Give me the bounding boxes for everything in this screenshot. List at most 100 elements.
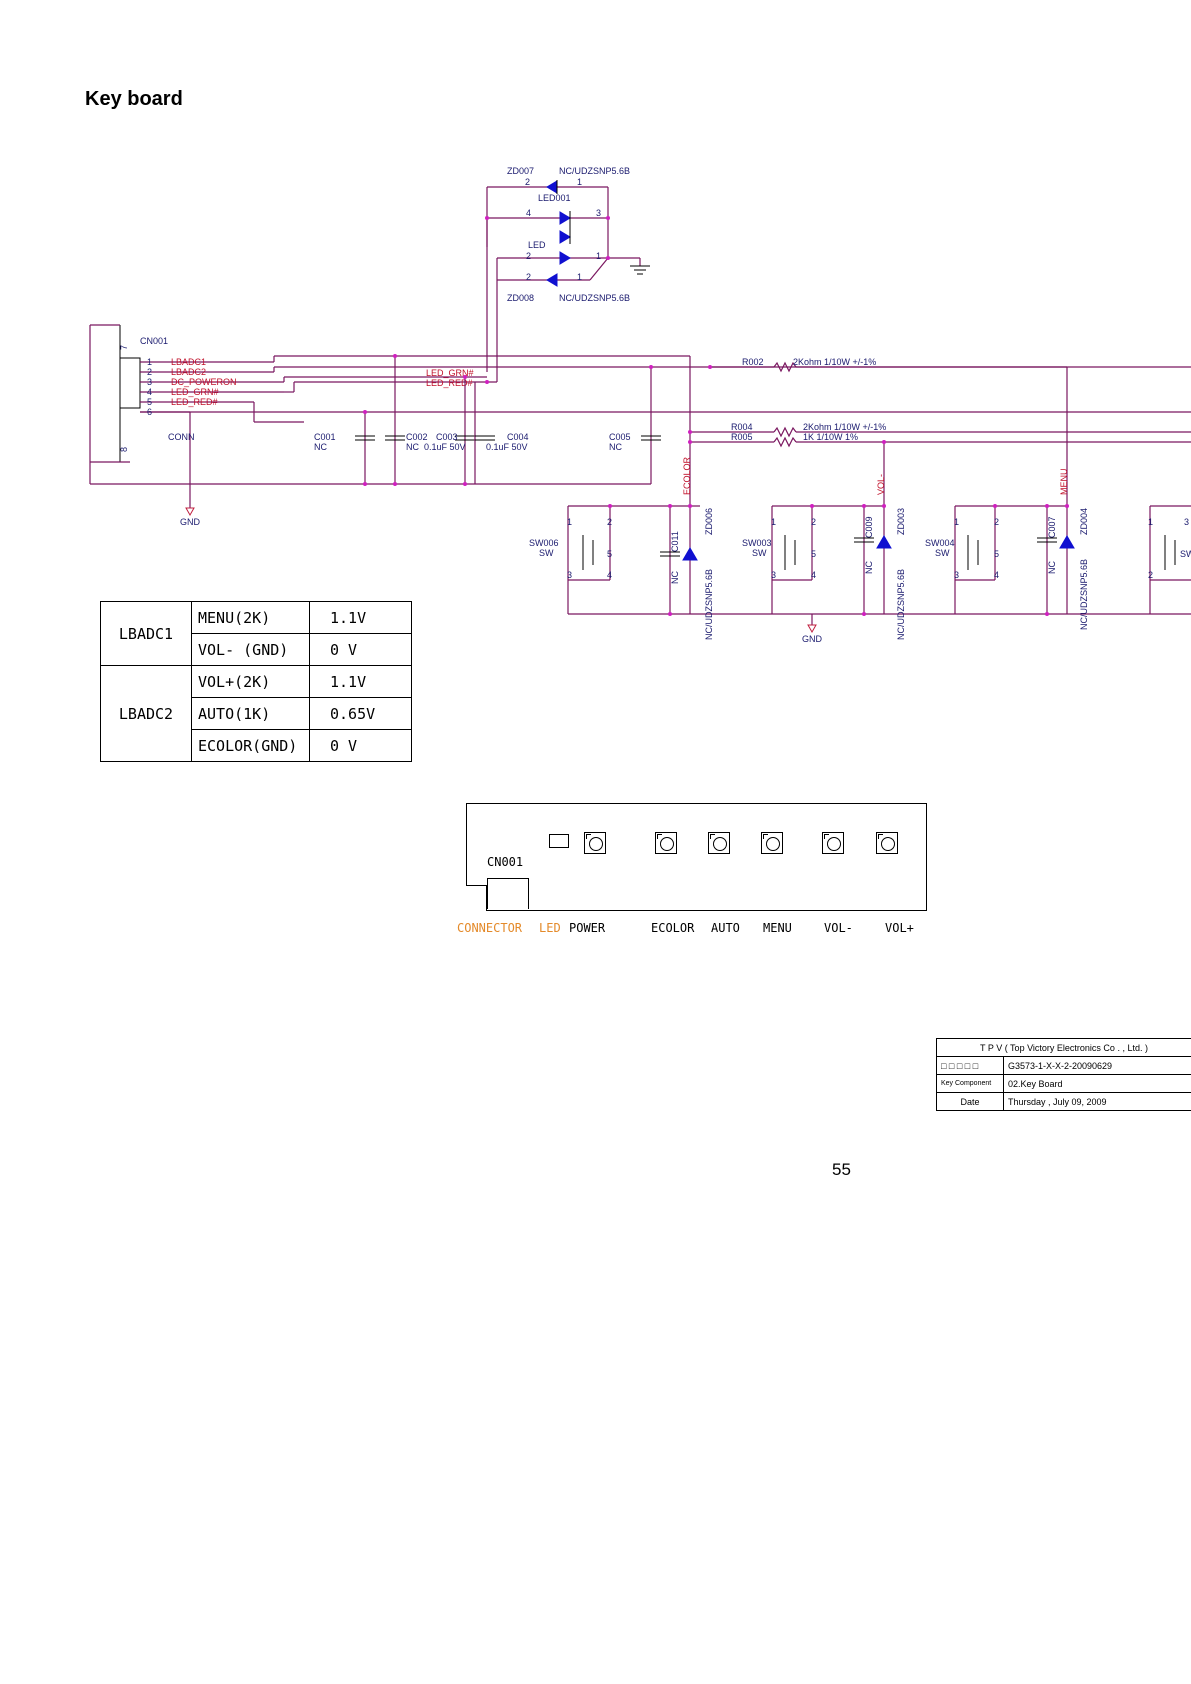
title-block-key-label: Key Component: [936, 1074, 1004, 1093]
table-row: LBADC2 VOL+(2K) 1.1V: [100, 665, 412, 762]
gnd-label-left: GND: [180, 517, 201, 527]
c001-ref: C001: [314, 432, 336, 442]
zd003-ref: ZD003: [896, 508, 906, 535]
sw003-net: VOL-: [876, 474, 886, 495]
row-val: 0.65V: [309, 697, 412, 730]
cn001-pin2: 2: [147, 367, 152, 377]
table-row: LBADC1 MENU(2K) 1.1V: [100, 601, 412, 666]
board-connector-label: CN001: [487, 855, 524, 869]
board-button-power: [584, 832, 606, 854]
cn001-pin8: 8: [119, 447, 129, 452]
board-button-vol-minus: [822, 832, 844, 854]
sw003-type: SW: [752, 548, 767, 558]
sw006-type: SW: [539, 548, 554, 558]
led001-pin1: 1: [596, 251, 601, 261]
sw006-pin5: 5: [607, 549, 612, 559]
c009-val: NC: [864, 561, 874, 574]
net-led-grn-label: LED_GRN#: [426, 368, 474, 378]
c004-val: 0.1uF 50V: [486, 442, 528, 452]
c004-ref: C004: [507, 432, 529, 442]
r002-val: 2Kohm 1/10W +/-1%: [793, 357, 876, 367]
table-row: Date Thursday , July 09, 2009: [936, 1092, 1191, 1111]
zd008-pin1: 1: [577, 272, 582, 282]
c005-val: NC: [609, 442, 622, 452]
switch-block-sw004: [954, 504, 1075, 616]
led001-type: LED: [528, 240, 546, 250]
c011-val: NC: [670, 571, 680, 584]
sw004-pin1: 1: [954, 517, 959, 527]
row-val: 0 V: [309, 633, 412, 666]
group-lbadc2: LBADC2: [100, 665, 192, 762]
net-lbadc2: LBADC2: [171, 367, 206, 377]
sw004-ref: SW004: [925, 538, 955, 548]
board-label-auto: AUTO: [711, 921, 740, 935]
zd008-part: NC/UDZSNP5.6B: [559, 293, 630, 303]
zd008-ref: ZD008: [507, 293, 534, 303]
board-label-power: POWER: [569, 921, 606, 935]
board-led: [549, 834, 569, 848]
cn001-pin5: 5: [147, 397, 152, 407]
sw004-pin4: 4: [994, 570, 999, 580]
c003-val: 0.1uF 50V: [424, 442, 466, 452]
board-label-menu: MENU: [763, 921, 792, 935]
switch-block-sw006: [567, 500, 1191, 616]
row-val: 1.1V: [309, 601, 412, 634]
sw-partial-pin1: 1: [1148, 517, 1153, 527]
led001-pin2: 2: [526, 251, 531, 261]
board-label-ecolor: ECOLOR: [651, 921, 695, 935]
led-cluster: [485, 180, 650, 382]
table-row: T P V ( Top Victory Electronics Co . , L…: [936, 1038, 1191, 1057]
led001-pin4: 4: [526, 208, 531, 218]
r004-ref: R004: [731, 422, 753, 432]
r004-val: 2Kohm 1/10W +/-1%: [803, 422, 886, 432]
group-lbadc1: LBADC1: [100, 601, 192, 666]
sw006-pin4: 4: [607, 570, 612, 580]
board-button-auto: [708, 832, 730, 854]
c011-ref: C011: [670, 531, 680, 552]
board-label-vol-minus: VOL-: [824, 921, 853, 935]
zd003-part: NC/UDZSNP5.6B: [896, 569, 906, 640]
board-notch: [466, 885, 487, 911]
table-row: □ □ □ □ □ G3573-1-X-X-2-20090629: [936, 1056, 1191, 1075]
row-fn: ECOLOR(GND): [191, 729, 310, 762]
zd007-part: NC/UDZSNP5.6B: [559, 166, 630, 176]
zd007-pin1: 1: [577, 177, 582, 187]
c007-ref: C007: [1047, 516, 1057, 538]
sw003-pin3: 3: [771, 570, 776, 580]
switch-block-sw003: [771, 504, 892, 634]
sw003-pin1: 1: [771, 517, 776, 527]
sw003-pin2: 2: [811, 517, 816, 527]
board-button-menu: [761, 832, 783, 854]
c002-val: NC: [406, 442, 419, 452]
row-fn: AUTO(1K): [191, 697, 310, 730]
c001-val: NC: [314, 442, 327, 452]
board-label-connector: CONNECTOR: [457, 921, 523, 935]
page-title: Key board: [85, 88, 183, 110]
title-block-date: Thursday , July 09, 2009: [1003, 1092, 1191, 1111]
sw-partial-pin3: 3: [1184, 517, 1189, 527]
zd006-part: NC/UDZSNP5.6B: [704, 569, 714, 640]
sw003-ref: SW003: [742, 538, 772, 548]
voltage-table: LBADC1 MENU(2K) 1.1V VOL- (GND) 0 V LBAD…: [100, 601, 412, 762]
cn001-pin7: 7: [119, 345, 129, 350]
led001-ref: LED001: [538, 193, 571, 203]
title-block-company: T P V ( Top Victory Electronics Co . , L…: [936, 1038, 1191, 1057]
cn001-pin4: 4: [147, 387, 152, 397]
net-dc-poweron: DC_POWERON: [171, 377, 237, 387]
board-button-vol-plus: [876, 832, 898, 854]
sw006-pin2: 2: [607, 517, 612, 527]
sw004-pin5: 5: [994, 549, 999, 559]
gnd-label-sw003: GND: [802, 634, 823, 644]
c007-val: NC: [1047, 561, 1057, 574]
zd004-ref: ZD004: [1079, 508, 1089, 535]
cn001-pin1: 1: [147, 357, 152, 367]
sw-partial-pin2: 2: [1148, 570, 1153, 580]
net-led-grn: LED_GRN#: [171, 387, 219, 397]
sw004-net: MENU: [1059, 469, 1069, 496]
board-button-ecolor: [655, 832, 677, 854]
net-lbadc1: LBADC1: [171, 357, 206, 367]
sw004-type: SW: [935, 548, 950, 558]
net-led-red: LED_RED#: [171, 397, 218, 407]
row-fn: MENU(2K): [191, 601, 310, 634]
